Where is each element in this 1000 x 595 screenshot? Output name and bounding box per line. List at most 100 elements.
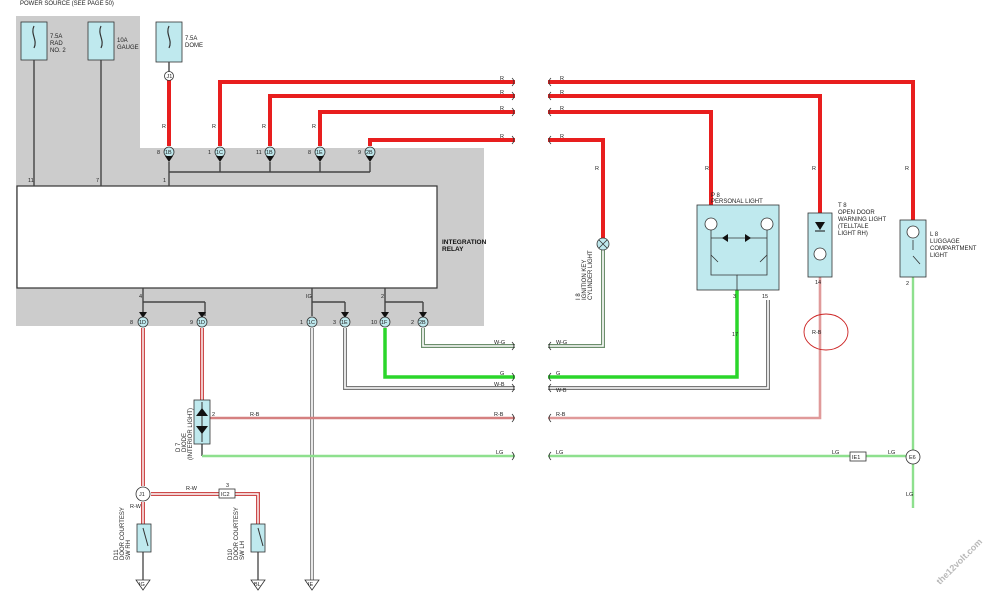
conn-5: 2B — [366, 150, 373, 156]
wire-lg — [202, 277, 915, 508]
connectors-bottom: 4 IG 2 1D 8 1D 9 1C 1 1E 3 1F 10 2B 2 — [130, 294, 429, 328]
fuse-gauge: 10A GAUGE — [87, 21, 139, 61]
ign-name1: IGNITION KEY — [582, 260, 588, 300]
connectors-top: J1 1B 8 1C 1 1B 11 1E 8 2B — [28, 71, 376, 184]
wl-g1: G — [500, 371, 504, 377]
courtesy-switch-rh: D11 DOOR COURTESY SW RH R-W — [114, 504, 152, 580]
wl-rb2: R-B — [556, 412, 566, 418]
wire-g — [383, 290, 739, 379]
fuse-rad-name2: NO. 2 — [50, 48, 66, 54]
pin-2-bot: 2 — [411, 320, 414, 326]
wl-lg1: LG — [496, 450, 503, 456]
ign-code: I 8 — [576, 293, 582, 300]
pin-11-top: 11 — [256, 150, 262, 156]
conn-9: 1E — [341, 320, 348, 326]
wire-w-g — [421, 250, 605, 348]
personal-pin-3: 3 — [733, 294, 736, 300]
pin-9-bot: 9 — [190, 320, 193, 326]
wl-r13: R — [595, 166, 599, 172]
relay-name-1: INTEGRATION — [442, 239, 487, 246]
wire-r-b — [210, 277, 822, 420]
telltale-name3: (TELLTALE — [838, 224, 868, 230]
pin-1-top: 1 — [208, 150, 211, 156]
wl-lg5: LG — [906, 492, 913, 498]
pin-4-relay: 4 — [139, 294, 142, 300]
conn-2: 1C — [216, 150, 223, 156]
personal-pin-17: 17 — [732, 332, 738, 338]
pin-3-bot: 3 — [333, 320, 336, 326]
personal-pin-15: 15 — [762, 294, 768, 300]
wl-r15: R — [812, 166, 816, 172]
relay-name-2: RELAY — [442, 246, 464, 253]
wire-w-b — [343, 300, 770, 390]
wl-wb1: W-B — [494, 382, 505, 388]
red-circle-annotation — [803, 313, 849, 351]
ground-w-label: IE — [308, 582, 314, 588]
wl-r4: R — [500, 134, 504, 140]
wl-rb1: R-B — [494, 412, 504, 418]
d7-code: D 7 — [176, 442, 182, 452]
d7-pin-2: 2 — [212, 412, 215, 418]
personal-code: P 8 — [711, 193, 721, 199]
power-source-label: POWER SOURCE (SEE PAGE 50) — [20, 1, 114, 7]
fuse-rad-amp: 7.5A — [50, 34, 62, 40]
ic2-pin: 3 — [226, 483, 229, 489]
splice-j1: J1 — [135, 486, 151, 502]
courtesy-rh-name2: SW RH — [126, 540, 132, 560]
luggage-name3: LIGHT — [930, 253, 948, 259]
connector-ie1: IE1 — [849, 451, 867, 462]
courtesy-rh-name1: DOOR COURTESY — [120, 507, 126, 560]
luggage-pin: 2 — [906, 281, 909, 287]
wl-r8: R — [560, 134, 564, 140]
personal-light: P 8 PERSONAL LIGHT 3 15 17 — [696, 193, 780, 338]
courtesy-lh-name2: SW LH — [240, 541, 246, 560]
wl-r1: R — [500, 76, 504, 82]
ign-name2: CYLINDER LIGHT — [588, 250, 594, 300]
wl-r2: R — [500, 90, 504, 96]
pin-8b-top: 8 — [308, 150, 311, 156]
wl-r14: R — [705, 166, 709, 172]
ground-rh-label: IG — [139, 582, 145, 588]
conn-10: 1F — [381, 320, 388, 326]
courtesy-rh-wire: R-W — [130, 504, 142, 510]
conn-3: 1B — [266, 150, 273, 156]
wl-wg2: W-G — [556, 340, 567, 346]
luggage-light: L 8 LUGGAGE COMPARTMENT LIGHT 2 — [899, 219, 977, 287]
fuse-rad-name1: RAD — [50, 41, 63, 47]
telltale-pin: 14 — [815, 280, 821, 286]
courtesy-rh-code: D11 — [114, 549, 120, 560]
fuse-gauge-amp: 10A — [117, 38, 128, 44]
ic2-label: IC2 — [221, 492, 230, 498]
d7-name2: (INTERIOR LIGHT) — [188, 408, 194, 460]
conn-4: 1E — [316, 150, 323, 156]
telltale-wire: R-B — [812, 330, 822, 336]
pin-8-top: 8 — [157, 150, 160, 156]
break-marks — [511, 77, 552, 461]
conn-8: 1C — [308, 320, 315, 326]
courtesy-lh-code: D10 — [228, 548, 234, 560]
conn-11: 2B — [419, 320, 426, 326]
telltale-name2: WARNING LIGHT — [838, 217, 886, 223]
conn-j-label: J1 — [167, 74, 173, 80]
wires-black — [33, 60, 424, 456]
pin-8-bot: 8 — [130, 320, 133, 326]
pin-7-relay: 7 — [96, 178, 99, 184]
watermark: the12volt.com — [934, 537, 984, 587]
fuse-dome: 7.5A DOME — [155, 21, 203, 63]
grounds — [135, 579, 320, 591]
integration-relay-block: INTEGRATION RELAY — [16, 16, 487, 326]
wl-rw1: R-W — [186, 486, 198, 492]
splice-j1-label: J1 — [139, 492, 145, 498]
pin-10-bot: 10 — [371, 320, 377, 326]
telltale-name4: LIGHT RH) — [838, 231, 868, 237]
pin-1-relay: 1 — [163, 178, 166, 184]
connector-ic2: IC2 3 — [218, 483, 236, 499]
wires-red — [167, 80, 915, 238]
wl-r6: R — [560, 90, 564, 96]
wl-lg2: LG — [556, 450, 563, 456]
personal-name: PERSONAL LIGHT — [711, 199, 763, 205]
telltale-light: T 8 OPEN DOOR WARNING LIGHT (TELLTALE LI… — [803, 203, 886, 351]
luggage-name1: LUGGAGE — [930, 239, 960, 245]
wl-r5: R — [560, 76, 564, 82]
